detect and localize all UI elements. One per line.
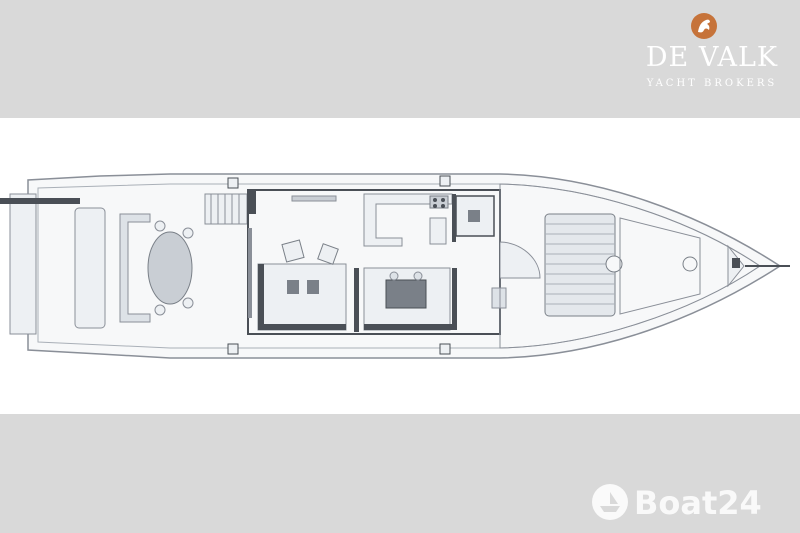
cleat xyxy=(227,177,239,189)
coffee-table xyxy=(307,280,319,294)
armchair xyxy=(281,239,305,263)
boat24-watermark: Boat24 xyxy=(590,482,800,526)
boat24-logo-icon xyxy=(592,484,628,520)
swim-platform xyxy=(9,193,37,335)
dining-divider xyxy=(354,268,359,332)
coffee-table xyxy=(287,280,299,294)
helm-screen xyxy=(468,210,480,222)
aft-door xyxy=(248,228,252,318)
de-valk-logo: DE VALK YACHT BROKERS xyxy=(632,12,792,92)
cockpit-chair xyxy=(182,227,194,239)
horse-head-icon xyxy=(691,13,717,39)
anchor-windlass xyxy=(732,258,740,268)
cleat xyxy=(439,343,451,355)
watermark-text: Boat24 xyxy=(634,484,762,522)
bottom-gray-band xyxy=(0,414,800,533)
cooktop xyxy=(429,195,449,209)
helm-seat xyxy=(491,287,507,309)
yacht-floor-plan xyxy=(0,173,790,359)
cockpit-chair xyxy=(154,220,166,232)
cockpit-chair xyxy=(154,304,166,316)
sideboard xyxy=(291,195,337,202)
helm-divider xyxy=(452,194,456,242)
logo-subtitle: YACHT BROKERS xyxy=(646,78,778,89)
galley-island xyxy=(429,217,447,245)
cleat xyxy=(227,343,239,355)
sunpad xyxy=(544,213,616,317)
dining-chair xyxy=(413,271,423,281)
forward-hatch xyxy=(682,256,698,272)
dining-chair xyxy=(389,271,399,281)
armchair xyxy=(317,243,339,265)
saloon-sofa-port xyxy=(257,263,347,331)
saloon-wall-left xyxy=(248,190,256,214)
stairs-to-cabins xyxy=(499,241,541,279)
cockpit-bench xyxy=(74,207,106,329)
stairs xyxy=(204,193,248,225)
hatch xyxy=(605,255,623,273)
foredeck-seating xyxy=(619,217,701,315)
passarelle xyxy=(0,198,80,204)
dining-table xyxy=(385,279,427,309)
dining-sofa-back xyxy=(364,324,456,330)
cockpit-chair xyxy=(182,297,194,309)
cockpit-sofa xyxy=(119,213,151,323)
top-gray-band xyxy=(0,0,800,118)
dining-sofa-end xyxy=(452,268,457,330)
cleat xyxy=(439,175,451,187)
sunpad-slats xyxy=(545,223,615,305)
logo-name: DE VALK xyxy=(645,42,779,73)
cockpit-table xyxy=(147,231,193,305)
